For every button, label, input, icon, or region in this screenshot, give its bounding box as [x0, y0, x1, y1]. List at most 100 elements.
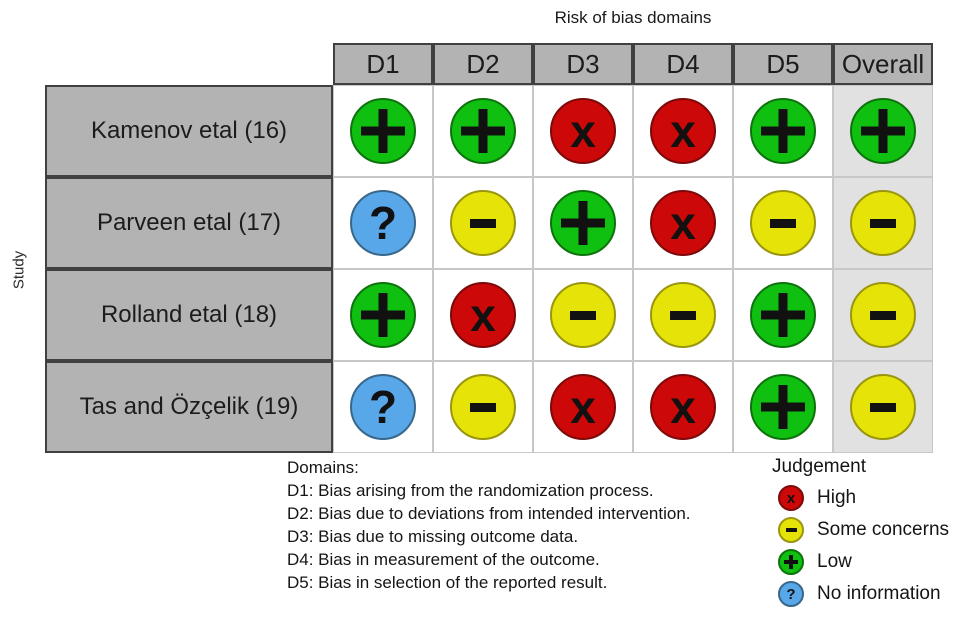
judgement-symbol	[780, 551, 802, 573]
domains-legend-heading: Domains:	[287, 458, 359, 477]
judgement-low-icon	[350, 282, 416, 348]
column-header-overall: Overall	[833, 43, 933, 85]
rob-cell-d1-row3	[333, 269, 433, 361]
judgement-symbol	[452, 100, 514, 162]
row-label-rolland-etal-18-: Rolland etal (18)	[45, 269, 333, 361]
judgement-low-icon	[350, 98, 416, 164]
rob-cell-d4-row1: x	[633, 85, 733, 177]
judgement-legend-label: High	[817, 487, 857, 508]
rob-cell-d4-row3	[633, 269, 733, 361]
judgement-symbol	[670, 310, 696, 320]
judgement-legend-label: No information	[817, 583, 941, 604]
judgement-high-icon: x	[650, 98, 716, 164]
rob-cell-d2-row2	[433, 177, 533, 269]
judgement-high-icon: x	[650, 374, 716, 440]
rob-cell-d4-row2: x	[633, 177, 733, 269]
rob-cell-d4-row4: x	[633, 361, 733, 453]
judgement-some-concerns-icon	[850, 374, 916, 440]
judgement-symbol	[470, 218, 496, 228]
judgement-low-icon	[450, 98, 516, 164]
domain-definition-d1: D1: Bias arising from the randomization …	[287, 481, 654, 500]
judgement-legend-heading: Judgement	[772, 456, 867, 477]
judgement-legend-item-no-information: ? No information	[778, 581, 949, 607]
rob-cell-d5-row4	[733, 361, 833, 453]
judgement-symbol	[785, 528, 797, 532]
judgement-symbol: x	[670, 197, 696, 249]
table-corner-spacer	[45, 43, 333, 85]
judgement-high-icon: x	[650, 190, 716, 256]
judgement-some-concerns-icon	[450, 190, 516, 256]
judgement-some-concerns-icon	[450, 374, 516, 440]
row-label-tas-and-z-elik-19-: Tas and Özçelik (19)	[45, 361, 333, 453]
judgement-symbol	[752, 376, 814, 438]
judgement-some-concerns-icon	[778, 517, 804, 543]
rob-cell-overall-row2	[833, 177, 933, 269]
domain-definition-d2: D2: Bias due to deviations from intended…	[287, 504, 691, 523]
rob-cell-overall-row1	[833, 85, 933, 177]
rob-cell-d1-row2: ?	[333, 177, 433, 269]
judgement-some-concerns-icon	[750, 190, 816, 256]
judgement-symbol	[352, 100, 414, 162]
chart-title: Risk of bias domains	[554, 8, 712, 27]
judgement-symbol	[770, 218, 796, 228]
judgement-legend-label: Some concerns	[817, 519, 950, 540]
judgement-symbol	[470, 402, 496, 412]
judgement-some-concerns-icon	[550, 282, 616, 348]
rob-cell-d3-row1: x	[533, 85, 633, 177]
judgement-low-icon	[750, 282, 816, 348]
column-header-d1: D1	[333, 43, 433, 85]
domain-definition-d4: D4: Bias in measurement of the outcome.	[287, 550, 600, 569]
judgement-symbol: ?	[368, 197, 398, 249]
rob-cell-d2-row1	[433, 85, 533, 177]
judgement-low-icon	[850, 98, 916, 164]
judgement-symbol: ?	[368, 381, 398, 433]
judgement-legend-item-low: Low	[778, 549, 949, 575]
judgement-some-concerns-icon	[650, 282, 716, 348]
rob-cell-d1-row1	[333, 85, 433, 177]
judgement-no-information-icon: ?	[350, 374, 416, 440]
judgement-low-icon	[750, 98, 816, 164]
judgement-low-icon	[778, 549, 804, 575]
rob-cell-d3-row3	[533, 269, 633, 361]
judgement-high-icon: x	[550, 374, 616, 440]
judgement-high-icon: x	[550, 98, 616, 164]
domain-definition-d3: D3: Bias due to missing outcome data.	[287, 527, 579, 546]
rob-cell-d5-row2	[733, 177, 833, 269]
judgement-symbol: ?	[786, 585, 796, 603]
column-header-d4: D4	[633, 43, 733, 85]
rob-cell-d2-row4	[433, 361, 533, 453]
judgement-symbol: x	[470, 289, 496, 341]
judgement-symbol	[752, 100, 814, 162]
judgement-low-icon	[550, 190, 616, 256]
rob-cell-d5-row1	[733, 85, 833, 177]
column-header-d3: D3	[533, 43, 633, 85]
judgement-symbol	[752, 284, 814, 346]
rob-cell-d3-row2	[533, 177, 633, 269]
judgement-no-information-icon: ?	[778, 581, 804, 607]
judgement-symbol	[352, 284, 414, 346]
judgement-low-icon	[750, 374, 816, 440]
judgement-symbol	[870, 310, 896, 320]
rob-cell-d2-row3: x	[433, 269, 533, 361]
judgement-symbol: x	[786, 489, 796, 507]
judgement-high-icon: x	[450, 282, 516, 348]
judgement-symbol	[852, 100, 914, 162]
rob-cell-d1-row4: ?	[333, 361, 433, 453]
domain-definition-d5: D5: Bias in selection of the reported re…	[287, 573, 608, 592]
column-header-d2: D2	[433, 43, 533, 85]
rob-cell-overall-row4	[833, 361, 933, 453]
judgement-symbol	[570, 310, 596, 320]
rob-cell-d5-row3	[733, 269, 833, 361]
judgement-some-concerns-icon	[850, 282, 916, 348]
rob-cell-overall-row3	[833, 269, 933, 361]
judgement-high-icon: x	[778, 485, 804, 511]
judgement-symbol: x	[670, 381, 696, 433]
judgement-symbol: x	[570, 105, 596, 157]
judgement-some-concerns-icon	[850, 190, 916, 256]
domains-legend: Domains: D1: Bias arising from the rando…	[287, 456, 691, 594]
study-axis-label: Study	[10, 250, 28, 290]
judgement-symbol	[870, 402, 896, 412]
judgement-legend-item-high: x High	[778, 485, 949, 511]
judgement-symbol	[870, 218, 896, 228]
